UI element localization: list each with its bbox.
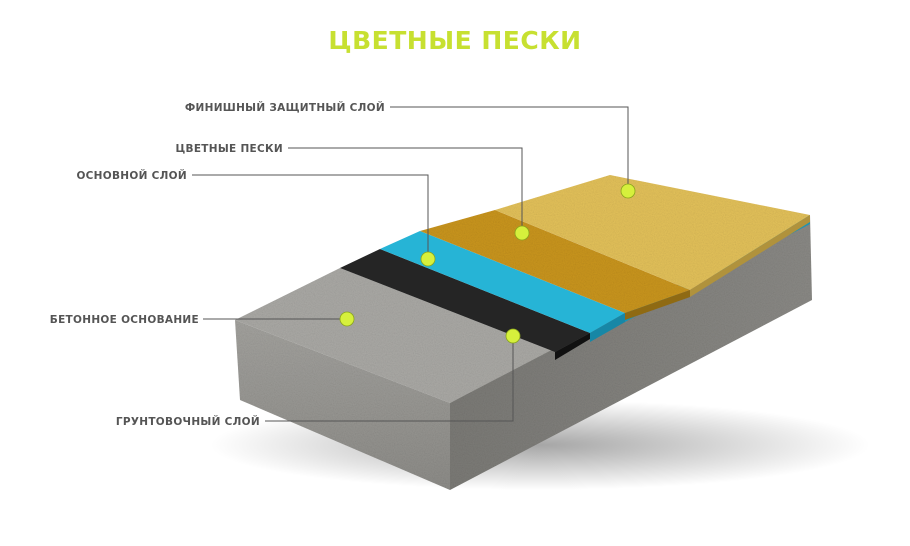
label-finish-layer: ФИНИШНЫЙ ЗАЩИТНЫЙ СЛОЙ (185, 101, 385, 114)
label-primer-layer: ГРУНТОВОЧНЫЙ СЛОЙ (116, 415, 260, 428)
leader-primer-layer (265, 337, 514, 422)
concrete-slab (235, 215, 812, 490)
finish-top-face (495, 175, 810, 290)
label-base-layer: ОСНОВНОЙ СЛОЙ (76, 169, 187, 182)
primer-layer (340, 249, 590, 360)
concrete-right-face (450, 215, 812, 490)
marker-colored-sand (514, 225, 530, 241)
colored-sand-top-face (420, 210, 690, 313)
concrete-front-face (235, 320, 450, 490)
leader-colored-sand (288, 147, 523, 232)
marker-primer-layer (505, 328, 521, 344)
finish-layer (495, 175, 810, 297)
markers (339, 183, 636, 344)
label-colored-sand: ЦВЕТНЫЕ ПЕСКИ (175, 143, 283, 155)
diagram-title: ЦВЕТНЫЕ ПЕСКИ (328, 26, 582, 55)
leader-finish-layer (390, 106, 629, 190)
marker-finish-layer (620, 183, 636, 199)
marker-concrete-base (339, 311, 355, 327)
base-layer-top-face (380, 231, 625, 333)
finish-front-face (690, 215, 810, 297)
base-layer-front-face (590, 313, 625, 342)
marker-base-layer (420, 251, 436, 267)
colored-sand-layer (420, 210, 690, 320)
primer-front-face (555, 333, 590, 360)
leader-lines (192, 106, 629, 422)
primer-top-face (340, 249, 590, 352)
leader-base-layer (192, 174, 429, 257)
concrete-top-face (235, 268, 555, 403)
colored-sand-front-face (625, 290, 690, 320)
label-concrete-base: БЕТОННОЕ ОСНОВАНИЕ (50, 314, 199, 326)
